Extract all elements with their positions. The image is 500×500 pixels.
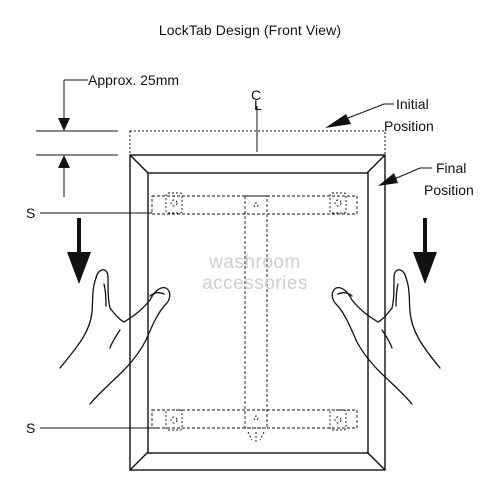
initial-label-line2: Position [384, 118, 434, 134]
initial-label-line1: Initial [396, 96, 429, 112]
centerline-c: C [251, 87, 262, 103]
watermark-line2: accessories [202, 273, 308, 294]
s-label-top: S [26, 205, 36, 221]
down-arrows [67, 218, 437, 284]
initial-position-outline [129, 130, 386, 156]
final-label-line1: Final [436, 160, 467, 176]
frame [129, 154, 386, 471]
initial-position-leader [325, 103, 394, 128]
s-leaders [40, 212, 160, 429]
final-position-leader [378, 167, 432, 186]
s-label-bottom: S [26, 420, 36, 436]
gap-dimension [36, 79, 118, 197]
hidden-rails [151, 195, 358, 429]
watermark-line1: washroom [209, 252, 301, 273]
lock-tabs [165, 192, 347, 442]
diagram-title: LockTab Design (Front View) [158, 22, 342, 38]
centerline-l: L [254, 97, 262, 113]
final-label-line2: Position [424, 182, 474, 198]
right-hand-drawing [331, 269, 441, 405]
left-hand-drawing [59, 269, 171, 405]
gap-label: Approx. 25mm [88, 72, 180, 88]
